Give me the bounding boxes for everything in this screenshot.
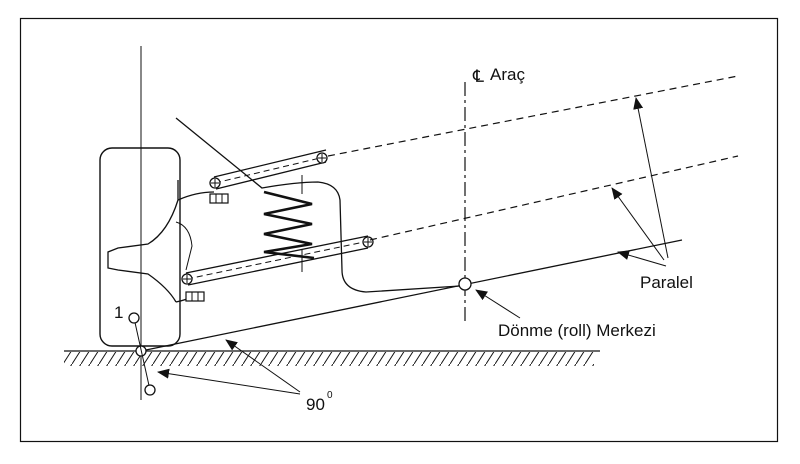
ground-hatching [64,352,594,366]
roll-center-line [140,239,683,352]
roll-center-arrow [475,289,521,319]
centerline-label: Araç [490,65,525,84]
frame-border [19,17,779,443]
upper-arm-extension [327,75,739,157]
upper-ball-joint-link [177,191,215,201]
point-1-marker [128,312,140,324]
chassis-outline [175,117,461,293]
tire [99,147,181,347]
knuckle-detail [175,221,193,271]
roll-center-point [458,277,472,291]
angle-arrow-lower [157,368,301,395]
roll-center-label: Dönme (roll) Merkezi [498,321,656,340]
angle-label: 90 [306,395,325,414]
angle-arrow-upper [225,339,301,393]
point-number-label: 1 [114,303,123,322]
coil-spring [263,190,315,260]
lower-perpendicular-point [144,384,156,396]
centerline-symbol: ℄ [472,67,484,86]
upper-arm-top [213,149,327,178]
lower-arm-bottom [187,247,369,286]
upper-bolt [209,193,229,204]
parallel-arrow-roll [617,250,667,267]
parallel-label: Paralel [640,273,693,292]
upper-arm-bottom [215,161,327,190]
parallel-arrow-upper [633,97,669,259]
angle-superscript: 0 [327,390,333,401]
perpendicular-line [133,317,151,391]
upper-arm-axis [214,157,321,184]
parallel-arrow-lower [611,187,665,261]
steering-knuckle [107,180,179,303]
lower-bolt [185,291,205,302]
lower-arm-extension [369,155,739,241]
lower-arm-axis [186,241,365,280]
